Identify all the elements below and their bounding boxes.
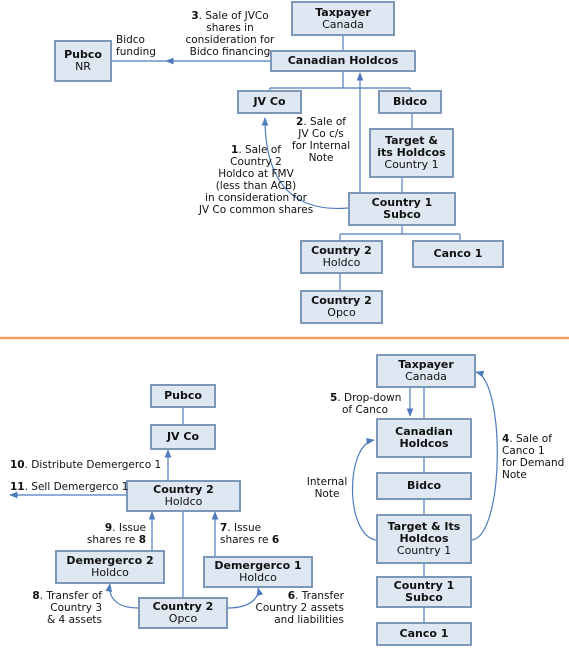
- top-pubco-sub: NR: [75, 60, 91, 73]
- bottom-country1-subco-box: Country 1 Subco: [376, 576, 472, 608]
- bottom-taxpayer-box: Taxpayer Canada: [376, 354, 476, 388]
- step9-label: 9. Issue shares re 8: [86, 522, 146, 546]
- top-country2-opco-title: Country 2: [311, 294, 372, 307]
- bottom-demergerco1-sub: Holdco: [239, 571, 277, 584]
- step7-label: 7. Issue shares re 6: [220, 522, 280, 546]
- step11-label: 11. Sell Demergerco 1: [10, 481, 129, 493]
- bottom-target-title1: Target & Its: [387, 520, 461, 533]
- bottom-country2-holdco-title: Country 2: [153, 483, 214, 496]
- step1-label: 1. Sale of Country 2 Holdco at FMV (less…: [198, 144, 314, 216]
- bottom-demergerco1-box: Demergerco 1 Holdco: [203, 556, 313, 588]
- bottom-country2-opco-title: Country 2: [152, 600, 214, 613]
- top-canco1-title: Canco 1: [433, 247, 483, 260]
- bottom-canco1-title: Canco 1: [399, 627, 449, 640]
- top-country1-subco-box: Country 1 Subco: [348, 192, 456, 226]
- top-canadian-holdcos-box: Canadian Holdcos: [270, 50, 416, 72]
- bottom-canco1-box: Canco 1: [376, 622, 472, 646]
- step2-label: 2. Sale of JV Co c/s for Internal Note: [291, 116, 351, 164]
- top-country2-opco-box: Country 2 Opco: [300, 290, 383, 324]
- bottom-target-title2: Holdcos: [399, 532, 449, 545]
- bottom-country2-holdco-sub: Holdco: [164, 495, 203, 508]
- top-target-title1: Target &: [385, 134, 438, 147]
- step10-label: 10. Distribute Demergerco 1: [10, 459, 162, 471]
- bottom-canadian-holdcos-box: Canadian Holdcos: [376, 418, 472, 458]
- bottom-target-sub: Country 1: [396, 544, 452, 557]
- top-taxpayer-title: Taxpayer: [315, 5, 371, 19]
- bottom-country2-opco-box: Country 2 Opco: [138, 597, 228, 629]
- top-country2-opco-sub: Opco: [327, 306, 356, 319]
- bottom-demergerco2-title: Demergerco 2: [66, 554, 154, 567]
- top-bidco-title: Bidco: [392, 95, 428, 108]
- bottom-demergerco2-box: Demergerco 2 Holdco: [55, 550, 165, 584]
- top-canco1-box: Canco 1: [412, 240, 504, 268]
- internal-note-label: Internal Note: [306, 476, 348, 500]
- bottom-demergerco2-sub: Holdco: [91, 566, 129, 579]
- top-jvco-box: JV Co: [237, 90, 302, 114]
- bottom-canadian-holdcos-title2: Holdcos: [399, 437, 449, 450]
- top-country2-holdco-sub: Holdco: [322, 256, 361, 269]
- bottom-jvco-box: JV Co: [150, 424, 216, 450]
- top-canadian-holdcos-title: Canadian Holdcos: [287, 54, 399, 67]
- bottom-country1-subco-title1: Country 1: [393, 579, 455, 592]
- top-country1-subco-title2: Subco: [383, 208, 421, 221]
- bottom-target-box: Target & Its Holdcos Country 1: [376, 514, 472, 564]
- bottom-jvco-title: JV Co: [166, 430, 200, 443]
- top-target-title2: its Holdcos: [377, 146, 446, 159]
- top-pubco-box: Pubco NR: [54, 40, 112, 82]
- step6-label: 6. Transfer Country 2 assets and liabili…: [255, 590, 345, 626]
- step3-label: 3. Sale of JVCo shares in consideration …: [185, 10, 275, 58]
- bottom-country2-holdco-box: Country 2 Holdco: [126, 480, 241, 512]
- top-taxpayer-sub: Canada: [322, 17, 364, 31]
- bottom-bidco-box: Bidco: [376, 472, 472, 500]
- bottom-bidco-title: Bidco: [406, 479, 442, 492]
- bottom-demergerco1-title: Demergerco 1: [214, 559, 302, 572]
- bottom-country1-subco-title2: Subco: [405, 591, 443, 604]
- top-country2-holdco-box: Country 2 Holdco: [300, 240, 383, 274]
- top-target-sub: Country 1: [384, 158, 439, 171]
- step5-label: 5. Drop-down of Canco: [330, 392, 402, 416]
- top-country2-holdco-title: Country 2: [311, 244, 372, 257]
- bottom-country2-opco-sub: Opco: [168, 612, 198, 625]
- step4-label: 4. Sale of Canco 1 for Demand Note: [502, 433, 565, 481]
- step8-label: 8. Transfer of Country 3 & 4 assets: [32, 590, 102, 626]
- bottom-canadian-holdcos-title1: Canadian: [395, 425, 453, 438]
- top-bidco-box: Bidco: [378, 90, 442, 114]
- top-pubco-title: Pubco: [64, 48, 102, 61]
- top-target-box: Target & its Holdcos Country 1: [369, 128, 454, 178]
- top-jvco-title: JV Co: [253, 95, 286, 108]
- bottom-taxpayer-title: Taxpayer: [398, 358, 454, 371]
- bottom-taxpayer-sub: Canada: [405, 370, 447, 383]
- top-country1-subco-title1: Country 1: [371, 196, 433, 209]
- top-taxpayer-box: Taxpayer Canada: [291, 1, 395, 36]
- bottom-pubco-box: Pubco: [150, 384, 216, 408]
- bottom-pubco-title: Pubco: [164, 389, 202, 402]
